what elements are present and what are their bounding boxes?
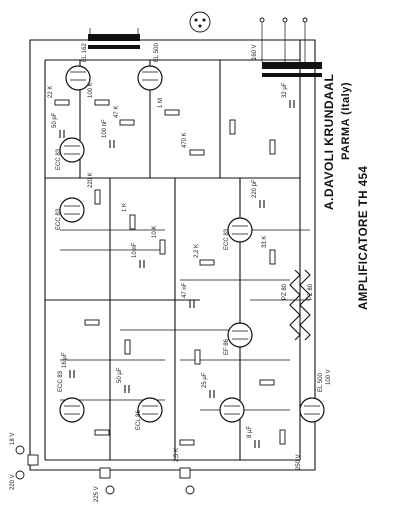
tube-ecl86 bbox=[137, 397, 163, 423]
label-voltage-160: 160 V bbox=[252, 44, 258, 60]
tube-ecc83-b bbox=[59, 197, 85, 223]
label-r5: 470 K bbox=[182, 132, 188, 148]
title-block: A.DAVOLI KRUNDAAL PARMA (Italy) AMPLIFIC… bbox=[318, 60, 398, 320]
label-r8: 10 K bbox=[152, 226, 158, 238]
label-c5: 220 pF bbox=[252, 179, 258, 198]
label-c7: 50 µF bbox=[117, 367, 123, 383]
label-c2: 100 nF bbox=[102, 119, 108, 138]
mains-transformer bbox=[259, 17, 322, 77]
label-r1: 22 K bbox=[48, 86, 54, 98]
input-jacks bbox=[15, 445, 195, 495]
tube-ecc83-a bbox=[59, 137, 85, 163]
tube-el162 bbox=[65, 65, 91, 91]
label-r7: 1 K bbox=[122, 203, 128, 212]
tube-el500-a bbox=[137, 65, 163, 91]
label-ef86: EF 86 bbox=[224, 338, 230, 355]
label-pot: 2,5 K bbox=[174, 448, 180, 462]
label-voltage-18: 18 V bbox=[10, 433, 16, 445]
label-r2: 100 K bbox=[88, 82, 94, 98]
controls bbox=[27, 269, 311, 479]
label-ecc83-c: ECC 83 bbox=[224, 228, 230, 250]
label-r3: 47 K bbox=[114, 106, 120, 118]
label-c10: 32 µF bbox=[282, 82, 288, 98]
label-pz80-b: PZ 80 bbox=[308, 283, 314, 300]
tube-ecc83-e bbox=[219, 397, 245, 423]
label-c6: 16 µF bbox=[62, 352, 68, 368]
preamp-tubes bbox=[59, 217, 325, 423]
label-c9: 8 µF bbox=[247, 426, 253, 438]
label-voltage-100: 100 V bbox=[326, 369, 332, 385]
label-ecc83-d: ECC 83 bbox=[58, 370, 64, 392]
label-c3: 10 nF bbox=[132, 242, 138, 258]
title-model: AMPLIFICATORE TH 454 bbox=[358, 165, 370, 310]
title-location: PARMA (Italy) bbox=[340, 82, 352, 160]
label-r6: 220 K bbox=[88, 172, 94, 188]
label-ecc83-b: ECC 83 bbox=[56, 208, 62, 230]
tube-ecc83-c bbox=[227, 322, 253, 348]
label-ecc83-a: ECC 83 bbox=[56, 148, 62, 170]
output-transformer bbox=[88, 11, 211, 49]
label-voltage-225: 225 V bbox=[94, 486, 100, 502]
capacitors bbox=[59, 100, 295, 448]
tube-el500-b bbox=[299, 397, 325, 423]
label-r10: 33 K bbox=[262, 236, 268, 248]
label-c1: 50 pF bbox=[52, 112, 58, 128]
label-r4: 1 M bbox=[158, 98, 164, 108]
label-el162: EL 162 bbox=[82, 43, 88, 62]
label-r9: 2,2 K bbox=[194, 244, 200, 258]
label-el500-a: EL 500 bbox=[154, 43, 160, 62]
label-pz80-a: PZ 80 bbox=[282, 283, 288, 300]
label-el500-b: EL 500 bbox=[318, 373, 324, 392]
label-c8: 25 µF bbox=[202, 372, 208, 388]
label-ecl86: ECL 86 bbox=[136, 410, 142, 430]
power-tubes bbox=[59, 65, 163, 223]
tube-ecc83-d bbox=[59, 397, 85, 423]
title-manufacturer: A.DAVOLI KRUNDAAL bbox=[322, 73, 336, 210]
label-voltage-220: 220 V bbox=[10, 474, 16, 490]
label-voltage-250: 250 V bbox=[296, 454, 302, 470]
label-c4: 47 nF bbox=[182, 282, 188, 298]
resistors bbox=[54, 99, 286, 446]
component-labels: EL 162 EL 500 ECC 83 ECC 83 ECC 83 ECC 8… bbox=[10, 43, 332, 502]
tube-ef86 bbox=[227, 217, 253, 243]
